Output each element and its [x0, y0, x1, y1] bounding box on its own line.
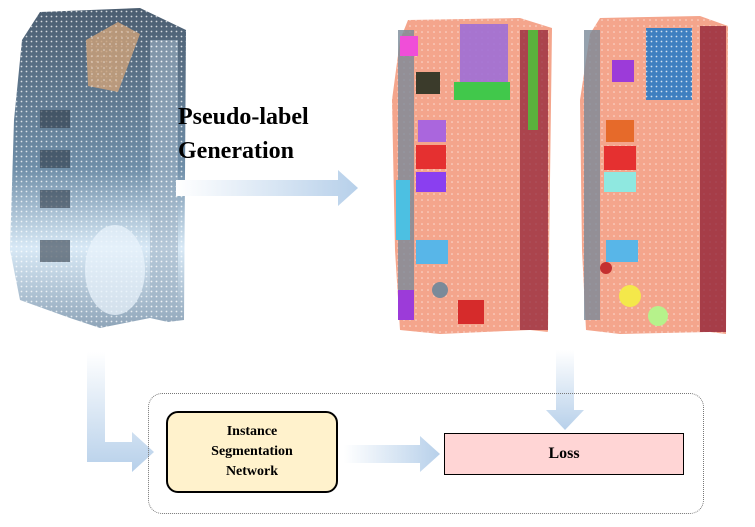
- network-line-2: Segmentation: [211, 444, 293, 459]
- training-frame: [148, 393, 704, 514]
- pseudo-label-to-loss-arrow: [546, 350, 584, 430]
- refined-segmentation-image: [580, 16, 728, 334]
- input-point-cloud-image: [10, 8, 186, 328]
- instance-segmentation-network-box: Instance Segmentation Network: [166, 411, 338, 493]
- network-to-loss-arrow: [344, 436, 440, 472]
- pseudo-label-line-2: Generation: [178, 138, 294, 164]
- network-line-1: Instance: [226, 424, 278, 439]
- loss-box: Loss: [444, 433, 684, 475]
- pseudo-label-line-1: Pseudo-label: [178, 104, 309, 130]
- network-line-3: Network: [225, 464, 279, 479]
- generation-arrow: [176, 170, 358, 206]
- pseudo-label-segmentation-image: [392, 18, 552, 334]
- pseudo-label-generation-label: Pseudo-label Generation: [178, 100, 348, 168]
- input-to-network-arrow: [87, 352, 154, 472]
- loss-label: Loss: [548, 445, 580, 462]
